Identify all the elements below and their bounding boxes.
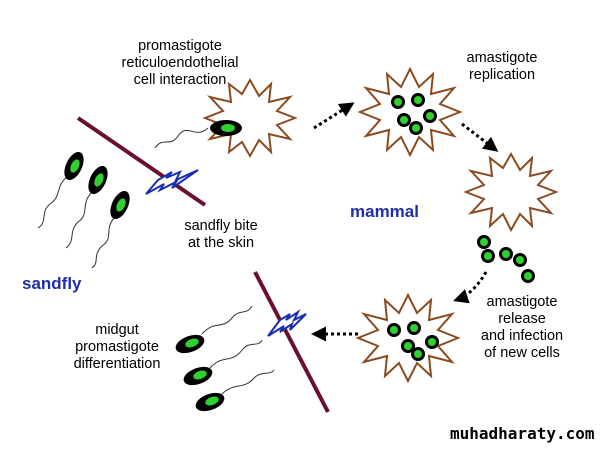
macrophage-cell-entry	[202, 77, 298, 159]
label-amastigote-release: amastigote release and infection of new …	[480, 294, 564, 361]
skin-needle-lower	[253, 271, 330, 413]
label-promastigote-interaction: promastigote reticuloendothelial cell in…	[121, 38, 239, 88]
bite-lightning-icon-lower	[267, 309, 307, 337]
amastigotes-new-cell	[387, 321, 439, 361]
label-midgut-differentiation: midgut promastigote differentiation	[73, 322, 161, 372]
macrophage-cell-replication	[357, 66, 463, 158]
arrow-entry-to-replication	[313, 102, 355, 130]
skin-needle-upper	[76, 116, 207, 207]
arrow-release-to-new-cell	[453, 271, 488, 304]
host-label-mammal: mammal	[350, 202, 419, 221]
promastigotes-sandfly-bite	[37, 151, 130, 269]
promastigotes-midgut	[175, 305, 275, 412]
host-label-sandfly: sandfly	[22, 274, 82, 293]
macrophage-cell-burst	[463, 151, 559, 233]
watermark: muhadharaty.com	[450, 424, 595, 443]
label-amastigote-replication: amastigote replication	[466, 50, 538, 83]
arrow-replication-to-burst	[461, 122, 499, 152]
amastigotes-released	[477, 235, 535, 283]
macrophage-cell-new-infection	[355, 292, 461, 384]
amastigotes-replicating	[391, 93, 437, 135]
promastigote-entering-cell	[154, 120, 242, 149]
label-sandfly-bite: sandfly bite at the skin	[184, 218, 258, 251]
bite-lightning-icon-upper	[145, 169, 199, 195]
